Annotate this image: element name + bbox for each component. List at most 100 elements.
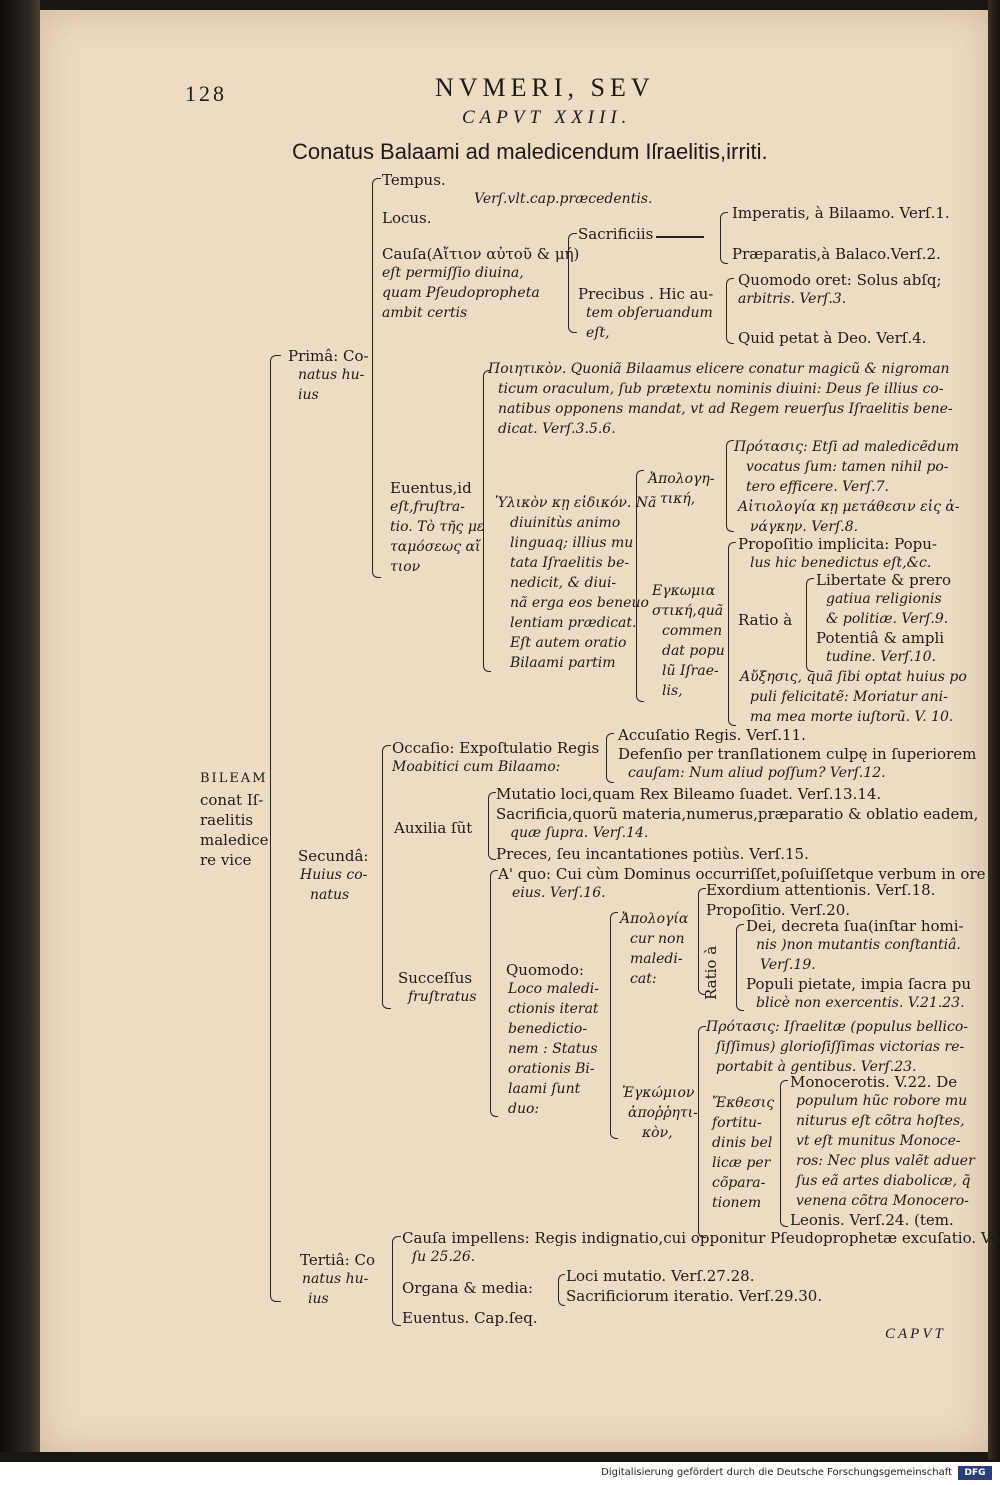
enkomiastike-4: dat popu (662, 643, 725, 659)
prima-sacrificiis: Sacrificiis (578, 225, 654, 243)
quomodo-1: Quomodo: (506, 961, 584, 979)
apologia-cur-4: cat: (630, 971, 657, 987)
sacrificia-2: quæ ſupra. Verſ.14. (510, 825, 649, 841)
secunda-label-2: Huius co- (300, 867, 368, 883)
monocerotis-4: vt eſt munitus Monoce- (796, 1133, 961, 1149)
monocerotis-6: ſus eã artes diabolicæ, q̃ (796, 1173, 971, 1189)
potentia-2: tudine. Verſ.10. (826, 649, 936, 665)
prima-precibus-1: Precibus . Hic au- (578, 285, 714, 303)
root-line3: raelitis (200, 811, 254, 829)
quomodo-brace (610, 912, 618, 1139)
hylikon-4: tata Iſraelitis be- (510, 555, 630, 571)
prima-tempus-ref: Verſ.vlt.cap.præcedentis. (474, 191, 653, 207)
causa-impellens-1: Cauſa impellens: Regis indignatio,cui op… (402, 1229, 1000, 1247)
prima-label-1: Primâ: Co- (288, 347, 369, 365)
secunda-label-3: natus (310, 887, 350, 903)
auxilia-brace (488, 792, 496, 860)
dei-2: nis )non mutantis conſtantiâ. (756, 937, 961, 953)
euentus-4: ταμόσεως αἴ (390, 539, 481, 555)
ekthesis-5: cõpara- (712, 1175, 766, 1191)
prima-precibus-2: tem obſeruandum (586, 305, 713, 321)
poietikon-1: Ποιητικὸν. Quoniã Bilaamus elicere conat… (488, 361, 950, 377)
page-edge (988, 0, 1000, 1460)
apologia-cur-brace (698, 888, 706, 995)
potentia-1: Potentiâ & ampli (816, 629, 945, 647)
ekthesis-2: fortitu- (712, 1115, 762, 1131)
enkomiastike-2: στική,quã (652, 603, 724, 619)
tertia-label-1: Tertiâ: Co (300, 1251, 375, 1269)
prima-label-3: ius (298, 387, 319, 403)
page-title: Conatus Balaami ad maledicendum Iſraelit… (292, 139, 768, 164)
precibus-brace (726, 278, 734, 344)
apologetike-brace (726, 440, 734, 532)
monocerotis-2: populum hũc robore mu (796, 1093, 968, 1109)
apologetike-2: τική, (660, 491, 696, 507)
protasis2-3: portabit à gentibus. Verſ.23. (716, 1059, 917, 1075)
prima-quomodo-1: Quomodo oret: Solus abſq; (738, 271, 942, 289)
dei-1: Dei, decreta ſua(inſtar homi- (746, 917, 964, 935)
organa: Organa & media: (402, 1279, 534, 1297)
occasio-2: Moabitici cum Bilaamo: (392, 759, 561, 775)
auxesis-1: Αὔξησις, quã ſibi optat huius po (740, 669, 967, 685)
hylikon-2: diuinitùs animo (510, 515, 621, 531)
enkomion-brace (698, 1026, 706, 1238)
successus-1: Succeſſus (398, 969, 473, 987)
apologetike-1: Ἀπολογη- (648, 471, 715, 487)
accusatio: Accuſatio Regis. Verſ.11. (618, 726, 806, 744)
secunda-label-1: Secundâ: (298, 847, 369, 865)
euentus-5: τιον (390, 559, 421, 575)
protasis-3: tero efficere. Verſ.7. (746, 479, 889, 495)
secunda-brace (382, 745, 391, 1009)
enkomiastike-5: lũ Iſrae- (662, 663, 719, 679)
defensio-1: Defenſio per tranſlationem culpę in ſupe… (618, 745, 977, 763)
preces: Preces, ſeu incantationes potiùs. Verſ.1… (496, 845, 809, 863)
prima-imperatis: Imperatis, à Bilaamo. Verſ.1. (732, 204, 950, 222)
successus-2: fruſtratus (408, 989, 477, 1005)
libertate-1: Libertate & prero (816, 571, 952, 589)
apologia-cur-2: cur non (630, 931, 685, 947)
ratio-brace (806, 578, 814, 672)
protasis-2: vocatus ſum: tamen nihil po- (746, 459, 949, 475)
hylikon-7: lentiam prædicat. (510, 615, 637, 631)
tertia-euentus: Euentus. Cap.ſeq. (402, 1309, 538, 1327)
euentus-1: Euentus,id (390, 479, 472, 497)
protasis2-1: Πρότασις: Iſraelitæ (populus bellico- (706, 1019, 968, 1035)
prima-tempus: Tempus. (382, 171, 446, 189)
propositio-1: Propoſitio implicita: Popu- (738, 535, 937, 553)
hylikon-brace (636, 470, 644, 702)
auxilia: Auxilia ſũt (394, 819, 473, 837)
prima-precibus-3: eſt, (586, 325, 610, 341)
prima-causa-1: Cauſa(Αἴτιον αὐτοῦ & μή) (382, 245, 580, 263)
tertia-label-3: ius (308, 1291, 329, 1307)
apologia-cur-1: Ἀπολογία (620, 911, 689, 927)
enkomion-3: κὸν, (642, 1125, 673, 1141)
running-head: NVMERI, SEV (435, 73, 655, 102)
apologia-cur-3: maledi- (630, 951, 683, 967)
auxesis-3: ma mea morte iuſtorũ. V. 10. (750, 709, 954, 725)
populi-2: blicè non exercentis. V.21.23. (756, 995, 965, 1011)
ekthesis-4: licæ per (712, 1155, 771, 1171)
ekthesis-brace (780, 1080, 788, 1227)
quomodo-3: ctionis iterat (508, 1001, 599, 1017)
enkomiastike-3: commen (662, 623, 723, 639)
tertia-brace (392, 1236, 401, 1326)
quomodo-7: laami ſunt (508, 1081, 581, 1097)
poietikon-3: natibus opponens mandat, vt ad Regem reu… (498, 401, 953, 417)
ekthesis-6: tionem (712, 1195, 762, 1211)
sacrificiis-brace (720, 212, 728, 264)
quomodo-5: nem : Status (508, 1041, 598, 1057)
prima-locus: Locus. (382, 209, 432, 227)
hylikon-3: linguaq; illius mu (510, 535, 634, 551)
ratio-a-vertical: Ratio à (702, 945, 720, 1000)
quomodo-8: duo: (508, 1101, 540, 1117)
monocerotis-1: Monocerotis. V.22. De (790, 1073, 958, 1091)
hylikon-1: Ὑλικὸν κῃ εἰδικόν. Nã (495, 495, 657, 511)
protasis2-2: ſiſſimus) glorioſiſſimas victorias re- (716, 1039, 965, 1055)
dei-3: Verſ.19. (760, 957, 816, 973)
tertia-label-2: natus hu- (302, 1271, 369, 1287)
euentus-brace (483, 370, 491, 672)
enkomiastike-6: lis, (662, 683, 683, 699)
apologia-2: νάγκην. Verſ.8. (750, 519, 859, 535)
book-page (40, 10, 988, 1452)
footer-text: Digitalisierung gefördert durch die Deut… (601, 1467, 952, 1478)
